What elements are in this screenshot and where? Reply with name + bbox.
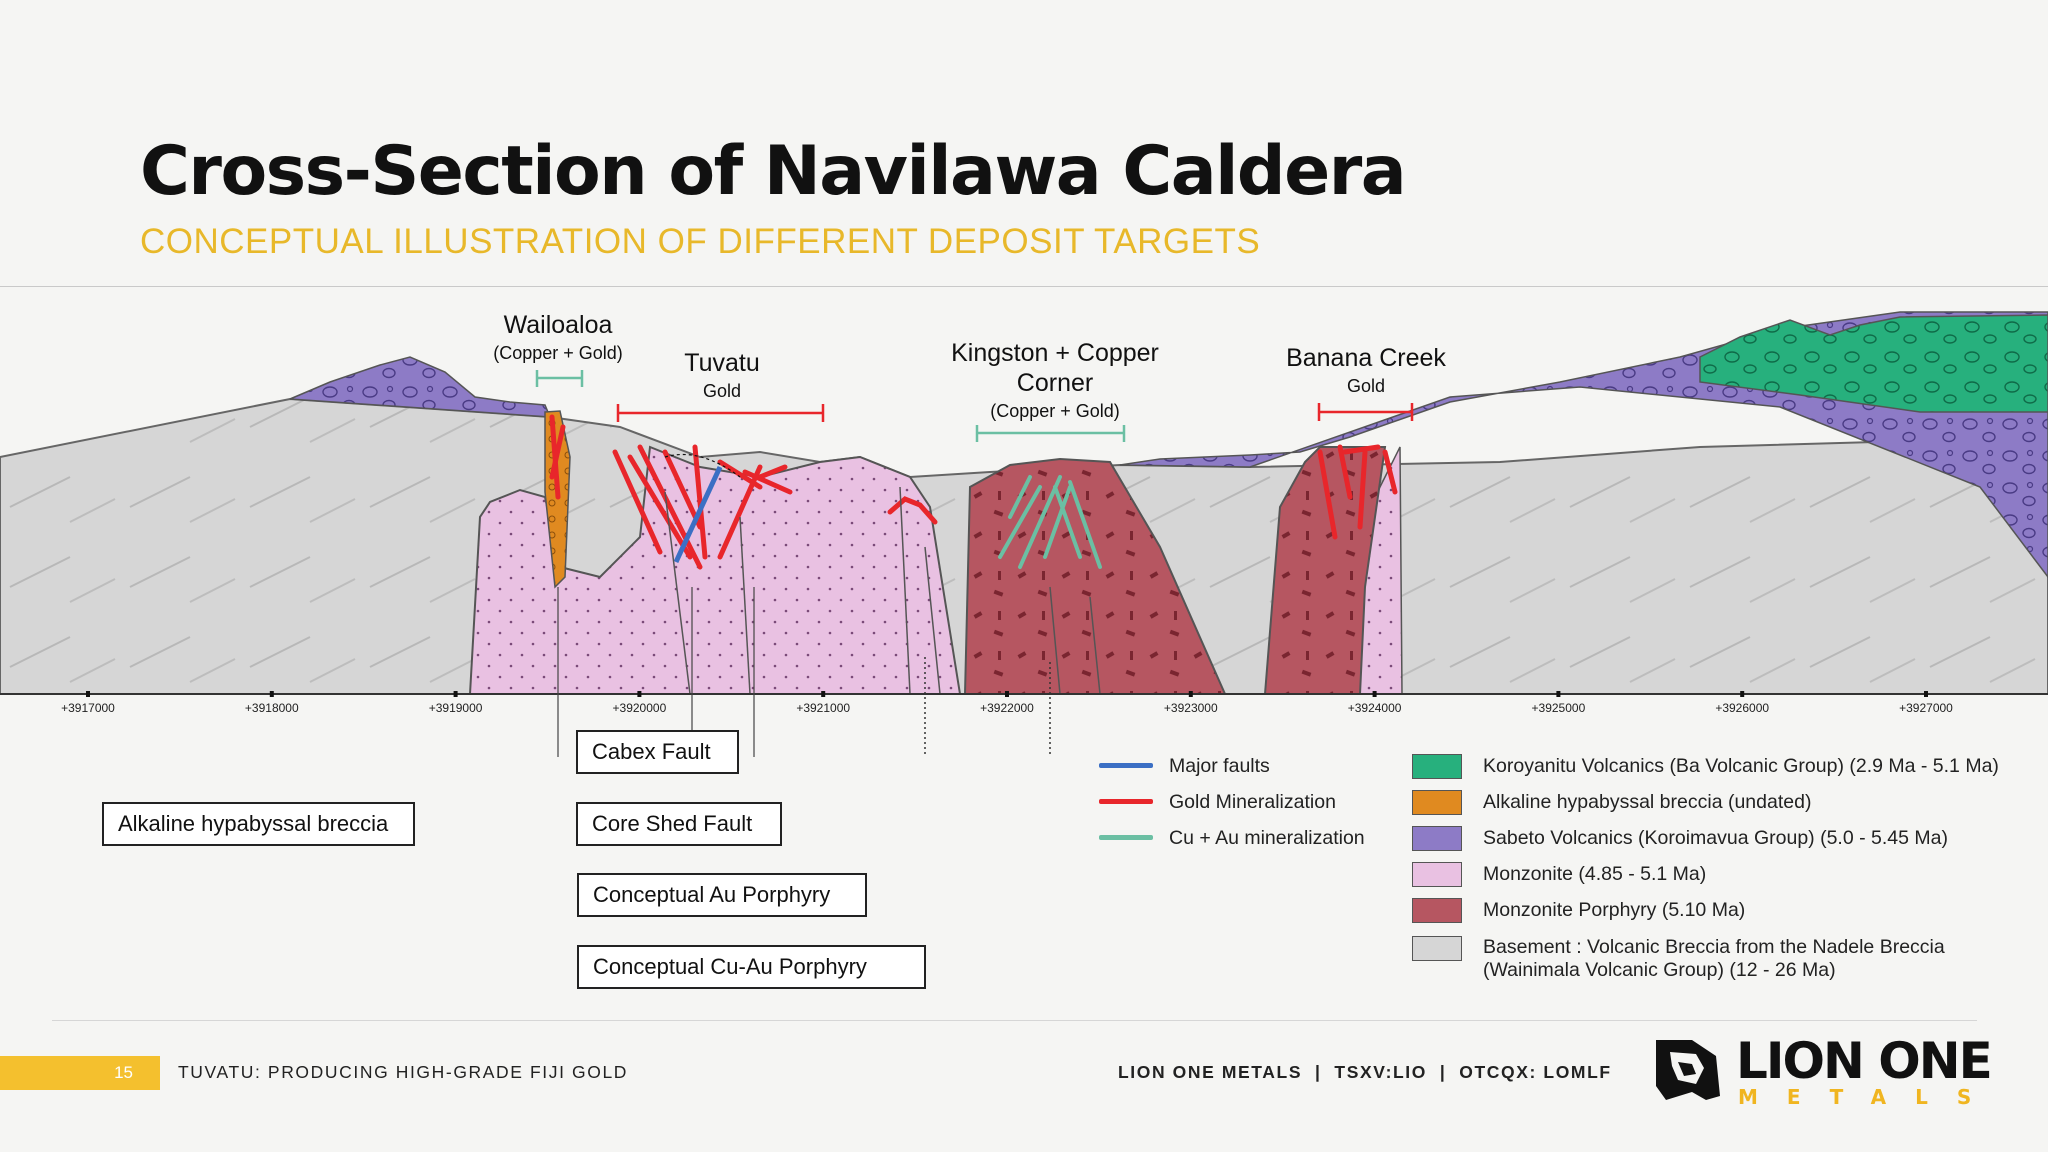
page-title: Cross-Section of Navilawa Caldera [140, 132, 1407, 211]
target-tuvatu-sub: Gold [703, 381, 741, 401]
lion-head-icon [1656, 1040, 1720, 1100]
callout-cabex-fault: Cabex Fault [576, 730, 739, 774]
target-wailoaloa-sub: (Copper + Gold) [493, 343, 623, 363]
legend-sabeto-swatch [1412, 826, 1462, 851]
axis-tick-label: +3920000 [613, 701, 667, 715]
axis-tick-mark [86, 691, 90, 697]
axis-tick-label: +3919000 [429, 701, 483, 715]
axis-tick-label: +3917000 [61, 701, 115, 715]
legend-monzonite-swatch [1412, 862, 1462, 887]
callout-core-shed-fault: Core Shed Fault [576, 802, 782, 846]
callout-alkaline-breccia: Alkaline hypabyssal breccia [102, 802, 415, 846]
target-wailoaloa-name: Wailoaloa [504, 311, 613, 339]
axis-tick-label: +3923000 [1164, 701, 1218, 715]
footer-tagline: TUVATU: PRODUCING HIGH-GRADE FIJI GOLD [178, 1062, 629, 1082]
axis-tick-mark [1005, 691, 1009, 697]
axis-tick-label: +3924000 [1348, 701, 1402, 715]
axis-tick-label: +3918000 [245, 701, 299, 715]
target-kingston-sub: (Copper + Gold) [990, 401, 1120, 421]
axis-tick-label: +3921000 [796, 701, 850, 715]
logo-submark: METALS [1738, 1085, 2001, 1109]
legend-major-faults-swatch [1099, 763, 1153, 768]
legend-cu-au-mineralization-swatch [1099, 835, 1153, 840]
axis-tick-mark [1372, 691, 1377, 697]
legend-gold-mineralization-swatch [1099, 799, 1153, 804]
target-tuvatu-name: Tuvatu [684, 349, 760, 377]
axis-tick-mark [1188, 691, 1193, 697]
legend-basement-swatch [1412, 936, 1462, 961]
axis-tick-label: +3922000 [980, 701, 1034, 715]
legend-major-faults: Major faults [1169, 755, 1270, 777]
page-subtitle: CONCEPTUAL ILLUSTRATION OF DIFFERENT DEP… [140, 222, 1261, 261]
axis-tick-mark [453, 691, 458, 697]
footer-divider [52, 1020, 1977, 1021]
target-banana-creek-sub: Gold [1347, 376, 1385, 396]
legend-alkaline: Alkaline hypabyssal breccia (undated) [1483, 791, 1812, 813]
page-number: 15 [0, 1056, 160, 1090]
cross-section-diagram: Wailoaloa (Copper + Gold) Tuvatu Gold Ki… [0, 311, 2048, 757]
legend-alkaline-swatch [1412, 790, 1462, 815]
axis-tick-mark [269, 691, 274, 697]
target-banana-creek-name: Banana Creek [1286, 344, 1446, 372]
axis-tick-mark [1924, 691, 1928, 697]
legend-monzonite-porphyry: Monzonite Porphyry (5.10 Ma) [1483, 899, 1746, 921]
target-kingston-name-line2: Corner [1017, 369, 1093, 397]
callout-conceptual-au-porphyry: Conceptual Au Porphyry [577, 873, 867, 917]
axis-tick-label: +3927000 [1899, 701, 1953, 715]
legend-monzonite: Monzonite (4.85 - 5.1 Ma) [1483, 863, 1707, 885]
legend-koroyanitu-swatch [1412, 754, 1462, 779]
axis-tick-label: +3925000 [1532, 701, 1586, 715]
legend-monzonite-porphyry-swatch [1412, 898, 1462, 923]
legend-gold-mineralization: Gold Mineralization [1169, 791, 1336, 813]
axis-tick-mark [637, 691, 642, 697]
target-kingston-name-line1: Kingston + Copper [951, 339, 1159, 367]
legend-sabeto: Sabeto Volcanics (Koroimavua Group) (5.0… [1483, 827, 1948, 849]
legend-cu-au-mineralization: Cu + Au mineralization [1169, 827, 1365, 849]
callout-conceptual-cuau-porphyry: Conceptual Cu-Au Porphyry [577, 945, 926, 989]
legend-basement: Basement : Volcanic Breccia from the Nad… [1483, 936, 1945, 958]
footer-ticker: LION ONE METALS | TSXV:LIO | OTCQX: LOML… [1118, 1062, 1612, 1082]
header-divider [0, 286, 2048, 287]
legend-koroyanitu: Koroyanitu Volcanics (Ba Volcanic Group)… [1483, 755, 1999, 777]
legend-basement-line2: (Wainimala Volcanic Group) (12 - 26 Ma) [1483, 959, 1836, 981]
axis-tick-label: +3926000 [1715, 701, 1769, 715]
logo-wordmark: LION ONE [1736, 1032, 1993, 1090]
axis-tick-mark [1740, 691, 1745, 697]
axis-tick-mark [1556, 691, 1561, 697]
axis-tick-mark [821, 691, 826, 697]
